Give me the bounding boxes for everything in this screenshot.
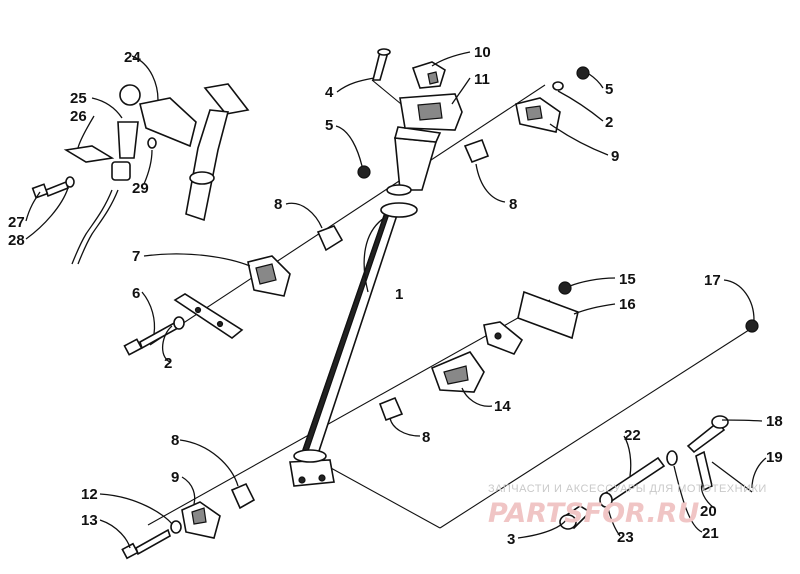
choke-cable	[71, 189, 119, 265]
top-lock-nut	[357, 165, 371, 179]
tie-rod-sleeve-22	[602, 456, 666, 504]
callout-6: 6	[132, 285, 140, 302]
callout-9: 9	[611, 148, 619, 165]
callout-2: 2	[164, 355, 172, 372]
tie-rod-end-17	[745, 319, 759, 333]
callout-29: 29	[132, 180, 149, 197]
tie-rod-bolt-20	[695, 450, 713, 492]
handlebar-bracket-24	[139, 83, 250, 222]
lower-clamp-block	[399, 93, 463, 131]
callout-25: 25	[70, 90, 87, 107]
callout-5: 5	[605, 81, 613, 98]
tie-rod-nut-23	[599, 492, 613, 508]
bottom-bolt	[121, 528, 171, 560]
callout-14: 14	[494, 398, 511, 415]
bottom-washer	[170, 520, 182, 534]
mounting-plate	[483, 321, 524, 355]
callout-1: 1	[395, 286, 403, 303]
callout-8: 8	[274, 196, 282, 213]
callout-16: 16	[619, 296, 636, 313]
left-bearing-block	[247, 255, 291, 297]
callout-27: 27	[8, 214, 25, 231]
steering-post	[289, 126, 442, 487]
callout-13: 13	[81, 512, 98, 529]
lower-bushing	[378, 396, 404, 422]
callout-26: 26	[70, 108, 87, 125]
bottom-bearing-block	[181, 501, 221, 539]
choke-washer-28	[65, 176, 75, 188]
handlebar-bolt	[371, 48, 391, 81]
callout-labels: 1 2 2 3 4 5 5 6 7 8 8 8 8 9 9 10 11 12 1…	[8, 44, 783, 548]
callout-18: 18	[766, 413, 783, 430]
callout-19: 19	[766, 449, 783, 466]
tie-rod-washer-21	[666, 450, 678, 466]
choke-washer-29	[147, 137, 157, 149]
assembly-axis-lines	[147, 79, 753, 529]
watermark-logo: PARTSFOR.RU	[488, 498, 699, 529]
callout-11: 11	[474, 71, 490, 88]
plate-nut	[558, 281, 572, 295]
callout-21: 21	[702, 525, 719, 542]
choke-clip-26	[63, 145, 115, 163]
right-nut	[576, 66, 590, 80]
callout-15: 15	[619, 271, 636, 288]
callout-12: 12	[81, 486, 98, 503]
callout-8: 8	[422, 429, 430, 446]
callout-5: 5	[325, 117, 333, 134]
callout-8: 8	[171, 432, 179, 449]
tie-rod-end-18	[686, 415, 729, 454]
upper-clamp-block	[411, 61, 446, 89]
callout-17: 17	[704, 272, 721, 289]
upper-bushing	[463, 138, 490, 164]
support-washer	[173, 316, 185, 330]
support-bolt	[123, 320, 179, 356]
support-bracket	[173, 293, 244, 339]
choke-assembly-25	[111, 84, 141, 181]
watermark-caption: ЗАПЧАСТИ И АКСЕССУАРЫ ДЛЯ МОТОТЕХНИКИ	[488, 483, 767, 495]
callout-23: 23	[617, 529, 634, 546]
bottom-bushing	[230, 482, 256, 510]
callout-20: 20	[700, 503, 717, 520]
reinforcement-plate	[517, 290, 579, 340]
callout-22: 22	[624, 427, 641, 444]
tie-rod-end-3	[559, 505, 592, 530]
upper-bearing-block	[515, 97, 561, 133]
callout-4: 4	[325, 84, 334, 101]
callout-28: 28	[8, 232, 25, 249]
callout-8: 8	[509, 196, 517, 213]
tie-rod-19	[711, 461, 753, 493]
left-bushing	[316, 225, 344, 252]
leader-lines	[25, 51, 767, 549]
callout-3: 3	[507, 531, 515, 548]
right-washer	[552, 81, 564, 91]
callout-7: 7	[132, 248, 140, 265]
callout-2: 2	[605, 114, 613, 131]
callout-10: 10	[474, 44, 491, 61]
lower-bearing-block	[430, 351, 485, 393]
callout-9: 9	[171, 469, 179, 486]
watermark: ЗАПЧАСТИ И АКСЕССУАРЫ ДЛЯ МОТОТЕХНИКИ PA…	[488, 483, 767, 529]
callout-24: 24	[124, 49, 141, 66]
